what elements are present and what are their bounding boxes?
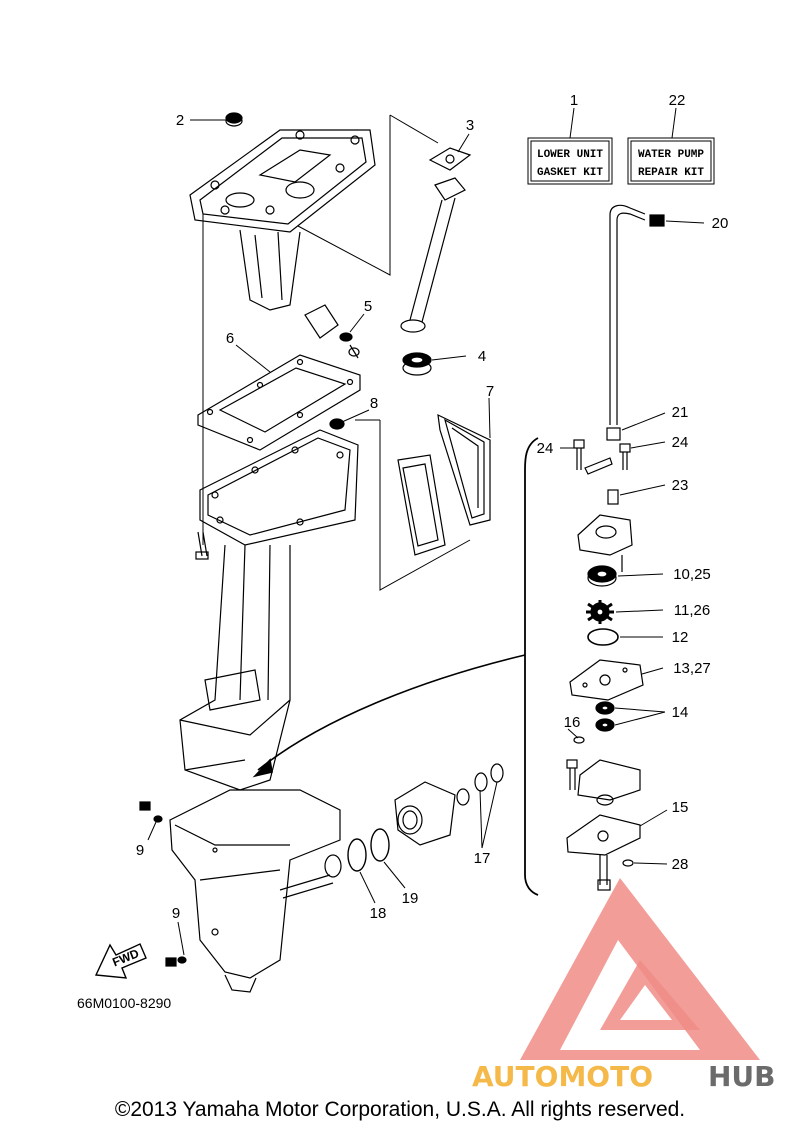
exhaust-guide-plate (189, 129, 376, 311)
part-18-o-ring (347, 838, 367, 872)
drive-shaft (597, 855, 611, 891)
callout-13-27: 13,27 (673, 660, 711, 677)
kit-box-lower-unit-gasket: LOWER UNIT GASKET KIT (527, 137, 613, 185)
callout-23: 23 (672, 477, 689, 494)
part-8-bolt (329, 418, 345, 430)
part-4-grommet (402, 352, 432, 376)
callout-24-right: 24 (672, 434, 689, 451)
watermark-text: AUTOMOTO HUB (472, 1060, 776, 1093)
copyright-notice: ©2013 Yamaha Motor Corporation, U.S.A. A… (114, 1098, 686, 1121)
callout-4: 4 (478, 348, 486, 365)
callout-16: 16 (564, 714, 581, 731)
reference-lines (202, 114, 471, 591)
callout-21: 21 (672, 404, 689, 421)
kit-1-line1: LOWER UNIT (537, 149, 603, 161)
casing-bolt (195, 531, 209, 560)
part-20-grommet (649, 214, 665, 227)
callout-1: 1 (570, 92, 578, 109)
callout-3: 3 (466, 117, 474, 134)
water-pump-bracket (524, 437, 539, 896)
callout-19: 19 (402, 890, 419, 907)
watermark-brand-part2: HUB (708, 1060, 776, 1093)
thrust-washer (324, 854, 342, 878)
callout-18: 18 (370, 905, 387, 922)
leader-lines (147, 107, 705, 956)
part-code: 66M0100-8290 (77, 995, 171, 1011)
kit-22-line2: REPAIR KIT (638, 167, 704, 179)
callout-12: 12 (672, 629, 689, 646)
kit-22-line1: WATER PUMP (638, 149, 704, 161)
callout-17: 17 (474, 850, 491, 867)
part-6-gasket (197, 354, 361, 451)
water-pipe (400, 177, 466, 333)
callout-labels: 1 22 2 3 20 5 4 6 7 8 21 24 24 23 10,25 … (136, 92, 729, 922)
lower-gear-case (169, 789, 341, 993)
callout-8: 8 (370, 395, 378, 412)
callout-7: 7 (486, 383, 494, 400)
propeller-shaft-housing (394, 781, 456, 846)
water-tube (609, 204, 646, 425)
kit-1-line2: GASKET KIT (537, 167, 603, 179)
part-21-seal (606, 427, 621, 441)
pump-base (566, 759, 641, 806)
part-7-seal-plate (397, 413, 491, 556)
part-14-bearings (595, 701, 615, 732)
fwd-arrow-icon: FWD (94, 943, 147, 979)
callout-20: 20 (712, 215, 729, 232)
watermark-brand-part1: AUTOMOTO (472, 1060, 653, 1093)
callout-22: 22 (669, 92, 686, 109)
callout-28: 28 (672, 856, 689, 873)
part-10-insert-cartridge (587, 565, 617, 587)
callout-10-25: 10,25 (673, 566, 711, 583)
part-11-impeller (586, 600, 614, 624)
pump-housing (577, 514, 633, 572)
callout-9-lower: 9 (172, 905, 180, 922)
callout-9-upper: 9 (136, 842, 144, 859)
part-24-bolts (573, 439, 631, 475)
part-2-plug (225, 112, 243, 127)
assembly-arrow (252, 654, 526, 778)
part-12-gasket (587, 628, 619, 646)
callout-14: 14 (672, 704, 689, 721)
part-23-sleeve (607, 489, 619, 505)
kit-box-water-pump-repair: WATER PUMP REPAIR KIT (627, 137, 715, 185)
part-15-gasket (566, 814, 641, 856)
callout-6: 6 (226, 330, 234, 347)
callout-15: 15 (672, 799, 689, 816)
part-9-screw-lower (165, 956, 187, 967)
part-17-oil-seals (474, 763, 504, 792)
part-5-collar (304, 304, 360, 359)
callout-5: 5 (364, 298, 372, 315)
callout-24-left: 24 (537, 440, 554, 457)
callout-11-26: 11,26 (674, 602, 710, 619)
part-19-o-ring (370, 828, 390, 862)
watermark-logo (520, 878, 760, 1060)
callout-2: 2 (176, 112, 184, 129)
bearing-small (456, 788, 470, 806)
part-9-screw-upper (139, 801, 163, 823)
part-13-outer-plate (569, 659, 644, 701)
part-3-gasket (428, 147, 472, 171)
upper-casing (179, 429, 359, 791)
part-16-ring (573, 736, 585, 744)
part-28-ring (622, 859, 634, 867)
